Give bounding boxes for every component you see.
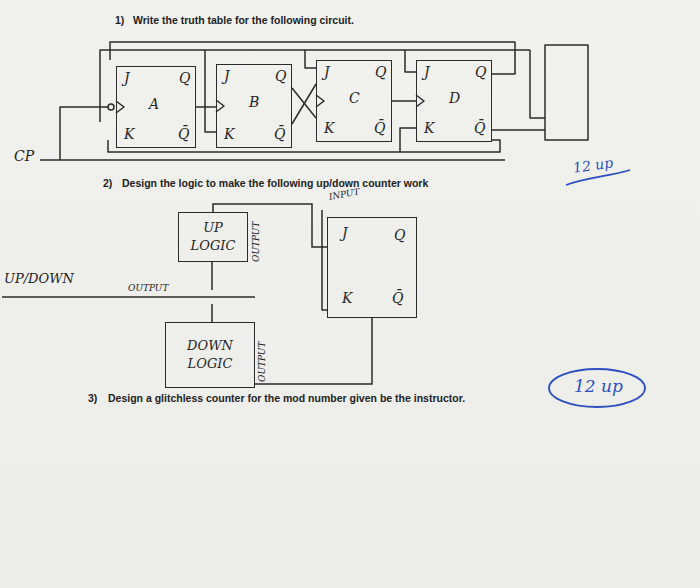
wire [400, 128, 416, 152]
pin-label: Q̄ [274, 127, 285, 142]
printed-text: 1) [115, 14, 124, 26]
pin-label: J [342, 226, 348, 241]
printed-text: Write the truth table for the following … [133, 14, 354, 26]
pin-label: K [324, 121, 334, 136]
pin-label: Q [179, 71, 190, 86]
handwritten-note: OUTPUT [257, 342, 267, 382]
pin-label: K [424, 121, 434, 136]
pin-label: D [449, 91, 460, 106]
pin-label: J [424, 65, 430, 80]
clock-symbol [216, 100, 224, 112]
wire [60, 107, 108, 160]
printed-text: Design a glitchless counter for the mod … [108, 392, 465, 404]
wire [292, 84, 316, 124]
jk-flip-flop: J QDK Q̄ [416, 60, 492, 142]
pin-label: J [324, 65, 330, 80]
wire [530, 50, 545, 118]
wire-connector [255, 318, 372, 384]
logic-box: DOWN LOGIC [165, 322, 255, 388]
pin-label: K [342, 291, 352, 306]
jk-flip-flop: J Q B K Q̄ [216, 64, 292, 148]
clock-symbol [316, 95, 324, 107]
jk-flip-flop: J QCK Q̄ [316, 60, 392, 142]
pin-label: J [224, 69, 230, 84]
pin-label: Q [475, 65, 486, 80]
pin-label: Q [275, 69, 286, 84]
wire-loop [545, 45, 588, 140]
pin-label: A [149, 97, 159, 112]
printed-text: 2) [103, 177, 112, 189]
wire [2, 296, 255, 298]
pin-label: Q̄ [392, 291, 403, 306]
pin-label: J [124, 71, 130, 86]
wire [211, 304, 213, 322]
pin-label: B [249, 95, 259, 110]
handwritten-note: 12 up [572, 154, 614, 176]
clock-symbol [116, 101, 124, 113]
handwritten-note: UP/DOWN [4, 272, 74, 287]
pin-label: K [124, 127, 134, 142]
wire [110, 42, 515, 74]
handwritten-note: OUTPUT [251, 222, 261, 262]
wire [492, 129, 545, 131]
printed-text: Design the logic to make the following u… [122, 177, 428, 189]
pin-label: Q̄ [474, 121, 485, 136]
pin-label: K [224, 127, 234, 142]
pin-label: Q [394, 228, 405, 243]
jk-flip-flop: J Q AK Q̄ [116, 66, 196, 148]
printed-text: 3) [88, 392, 97, 404]
wire [211, 262, 213, 290]
handwritten-note: OUTPUT [128, 283, 168, 293]
box-label: DOWN LOGIC [174, 337, 246, 372]
pin-label: C [349, 91, 360, 106]
handwritten-note: CP [14, 148, 34, 164]
jk-flip-flop: J Q K Q̄ [327, 217, 417, 318]
logic-box: UP LOGIC [178, 212, 248, 262]
wire [205, 50, 216, 132]
pin-label: Q [375, 65, 386, 80]
clock-line [40, 159, 505, 161]
wire-connector [392, 101, 416, 102]
inversion-bubble [108, 104, 114, 110]
wire [405, 50, 416, 72]
box-label: UP LOGIC [187, 219, 239, 254]
clock-symbol [416, 95, 424, 107]
pin-label: Q̄ [374, 121, 385, 136]
handwritten-note: 12 up [574, 377, 623, 397]
wire-connector [196, 107, 216, 108]
wire [305, 50, 316, 68]
wire-connector [292, 88, 316, 118]
pin-label: Q̄ [178, 127, 189, 142]
circle-mark [549, 369, 645, 407]
